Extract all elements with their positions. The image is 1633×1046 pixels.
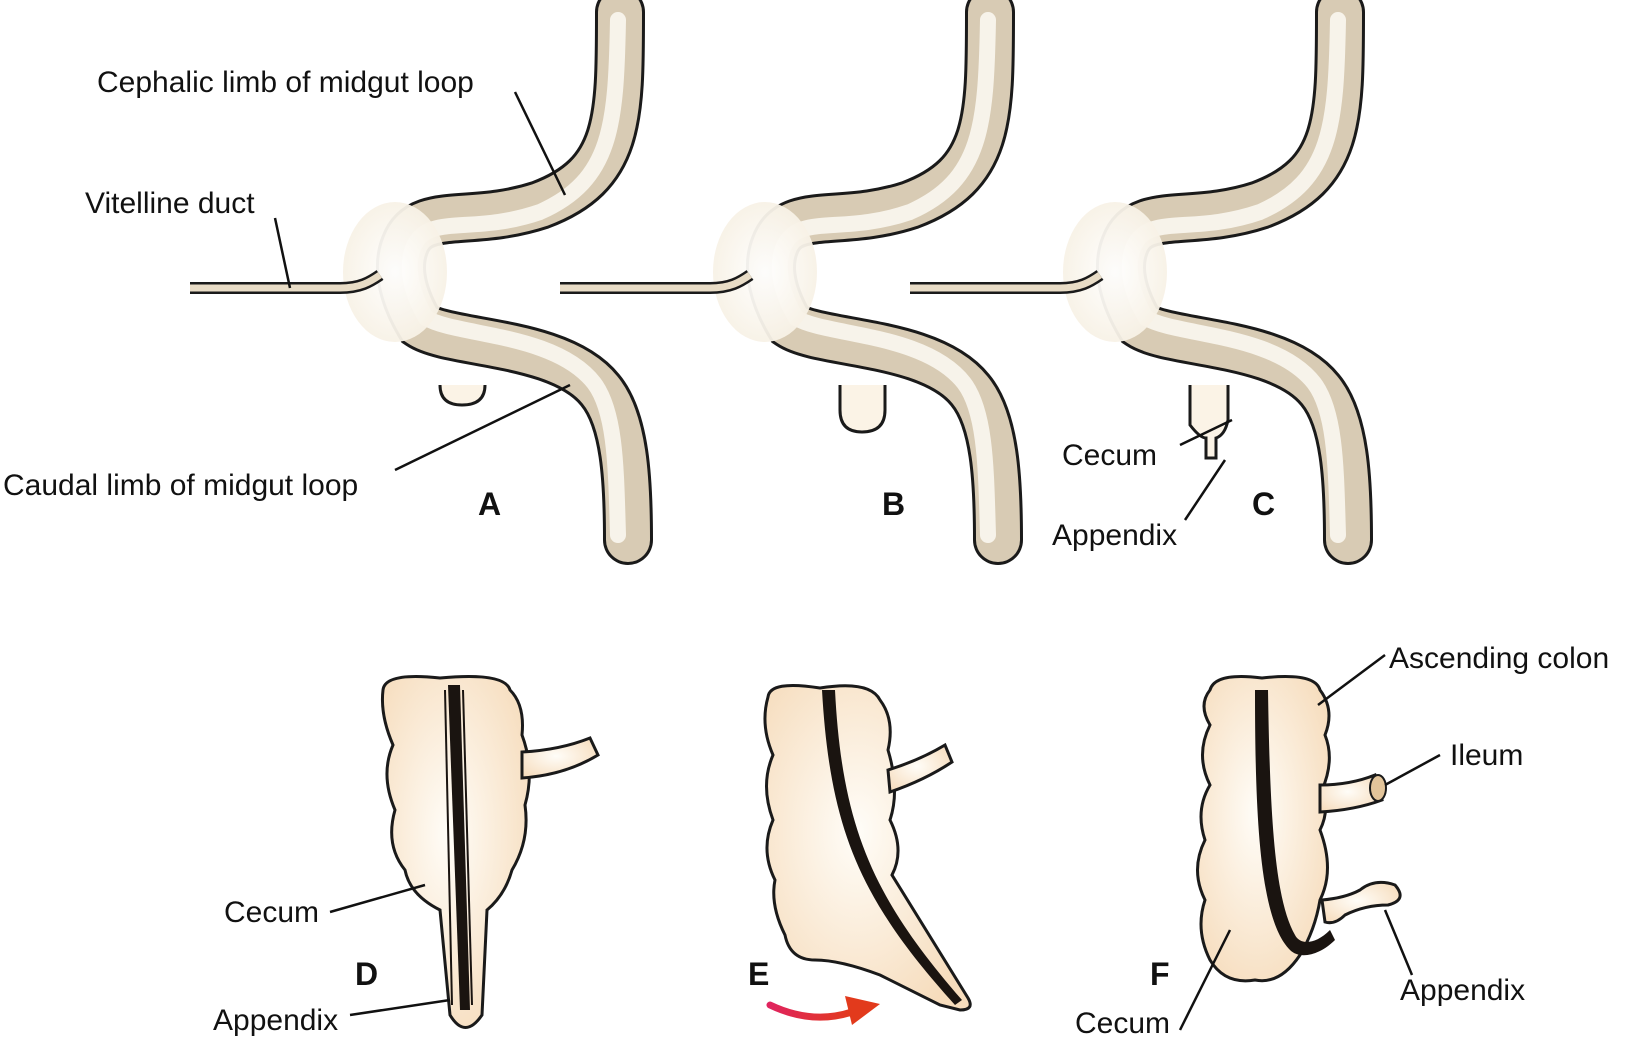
- panel-d-cecum: [381, 675, 600, 1029]
- panel-c-midgut-loop: [910, 12, 1348, 540]
- panel-label-e: E: [748, 956, 769, 992]
- panel-label-c: C: [1252, 486, 1275, 522]
- panel-e-cecum: [763, 684, 972, 1012]
- label-cecum-c: Cecum: [1062, 439, 1157, 472]
- panel-a-midgut-loop: [190, 12, 628, 540]
- label-vitelline-duct: Vitelline duct: [85, 187, 255, 220]
- panel-label-d: D: [355, 956, 378, 992]
- label-caudal-limb: Caudal limb of midgut loop: [3, 469, 358, 502]
- label-ileum: Ileum: [1450, 739, 1523, 772]
- label-ascending-colon: Ascending colon: [1389, 642, 1609, 675]
- label-appendix-c: Appendix: [1052, 519, 1177, 552]
- label-cecum-f: Cecum: [1075, 1007, 1170, 1040]
- label-appendix-f: Appendix: [1400, 974, 1525, 1007]
- label-cecum-d: Cecum: [224, 896, 319, 929]
- panel-label-a: A: [478, 486, 501, 522]
- label-cephalic-limb: Cephalic limb of midgut loop: [97, 66, 474, 99]
- panel-label-b: B: [882, 486, 905, 522]
- panel-label-f: F: [1150, 956, 1170, 992]
- panel-b-midgut-loop: [560, 12, 998, 540]
- panel-f-cecum: [1196, 675, 1402, 983]
- label-appendix-d: Appendix: [213, 1004, 338, 1037]
- leader-lines: [273, 91, 1441, 1031]
- rotation-arrow: [766, 996, 880, 1025]
